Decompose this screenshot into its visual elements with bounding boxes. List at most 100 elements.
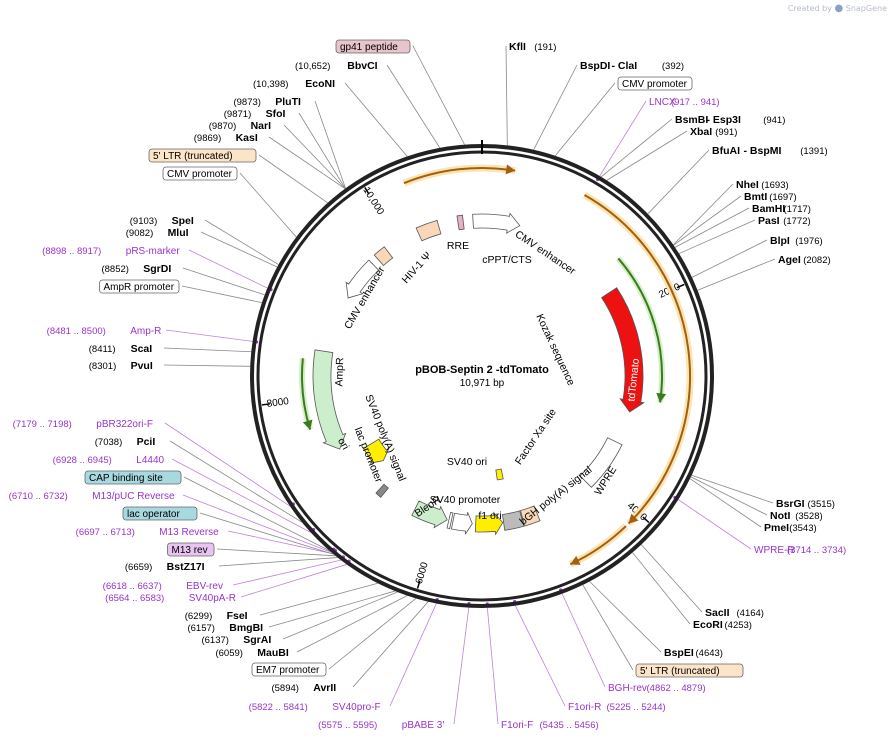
- label-sgrai[interactable]: (6137) SgrAI: [201, 634, 271, 646]
- feature-bgh-block-b[interactable]: [501, 510, 525, 531]
- feature-ampr[interactable]: [312, 349, 347, 450]
- label-part: WPRE-R: [754, 545, 795, 556]
- label-bmti[interactable]: BmtI (1697): [744, 191, 797, 203]
- feature-hiv-1[interactable]: [373, 246, 394, 267]
- feature-sv40-ori[interactable]: [495, 468, 504, 481]
- leader-line: [268, 136, 346, 190]
- leader-line: [486, 607, 499, 725]
- label-nari[interactable]: (9870) NarI: [209, 120, 271, 132]
- label-m13-puc-reverse[interactable]: (6710 .. 6732) M13/pUC Reverse: [9, 491, 175, 502]
- label-cap-binding-site[interactable]: CAP binding site: [84, 470, 182, 485]
- label-ebv-rev[interactable]: (6618 .. 6637) EBV-rev: [103, 581, 223, 592]
- snapgene-logo-icon: ●: [834, 3, 844, 14]
- label-sfoi[interactable]: (9871) SfoI: [224, 108, 286, 120]
- label-bsrgi[interactable]: BsrGI (3515): [776, 498, 835, 510]
- label-cmv-promoter[interactable]: CMV promoter: [617, 76, 693, 91]
- label-pasi[interactable]: PasI (1772): [758, 215, 811, 227]
- label-scai[interactable]: (8411) ScaI: [89, 343, 152, 355]
- 5-ltr-truncated-arrow: [403, 167, 516, 185]
- label-xbai[interactable]: XbaI (991): [690, 126, 737, 138]
- label-ampr-promoter[interactable]: AmpR promoter: [99, 279, 180, 294]
- label-part: (1697): [769, 192, 796, 203]
- label-gp41-peptide[interactable]: gp41 peptide: [335, 39, 411, 54]
- label-bspdi[interactable]: BspDI - ClaI (392): [580, 60, 684, 72]
- label-part: F1ori-F: [501, 720, 533, 731]
- label-part: SV40pA-R: [189, 593, 236, 604]
- label-prs-marker[interactable]: (8898 .. 8917) pRS-marker: [42, 246, 180, 257]
- feature-bgh-block[interactable]: [519, 505, 541, 527]
- label-bamhi[interactable]: BamHI (1717): [752, 203, 811, 215]
- arrowhead: [505, 164, 516, 175]
- feature-lac-block[interactable]: [375, 483, 390, 498]
- feature-rre[interactable]: [415, 219, 442, 242]
- label-mlui[interactable]: (9082) MluI: [126, 227, 189, 239]
- label-sv40pa-r[interactable]: (6564 .. 6583) SV40pA-R: [105, 593, 236, 604]
- feature-sv40-promoter[interactable]: [450, 512, 473, 535]
- label-5-ltr-truncated[interactable]: 5' LTR (truncated): [635, 663, 744, 678]
- label-f1ori-r[interactable]: F1ori-R (5225 .. 5244): [568, 702, 666, 713]
- label-pbabe-3[interactable]: (5575 .. 5595) pBABE 3': [318, 720, 444, 731]
- label-bmgbi[interactable]: (6157) BmgBI: [187, 622, 263, 634]
- label-part: (10,652): [295, 61, 330, 72]
- feature-bleor[interactable]: [411, 500, 448, 529]
- feature-label-text: CMV promoter: [167, 169, 233, 180]
- label-l4440[interactable]: (6928 .. 6945) L4440: [53, 455, 165, 466]
- arrowhead: [302, 419, 313, 430]
- label-m13-rev[interactable]: M13 rev: [167, 542, 215, 557]
- feature-f1-ori[interactable]: [474, 511, 504, 536]
- label-ecori[interactable]: EcoRI (4253): [693, 619, 752, 631]
- label-bsmbi[interactable]: BsmBI - Esp3I (941): [675, 114, 785, 126]
- label-part: (9082): [126, 228, 153, 239]
- label-part: - Esp3I: [707, 114, 742, 126]
- label-noti[interactable]: NotI (3528): [770, 510, 823, 522]
- label-part: (9873): [233, 97, 260, 108]
- label-lncx[interactable]: LNCX (917 .. 941): [649, 97, 720, 108]
- label-kasi[interactable]: (9869) KasI: [194, 132, 258, 144]
- label-bfuai[interactable]: BfuAI - BspMI (1391): [712, 145, 828, 157]
- feature-ori[interactable]: [362, 438, 390, 464]
- label-bbvci[interactable]: (10,652) BbvCI: [295, 60, 378, 72]
- label-fsei[interactable]: (6299) FseI: [185, 610, 248, 622]
- label-bspei[interactable]: BspEI (4643): [664, 647, 723, 659]
- label-lac-operator[interactable]: lac operator: [122, 506, 198, 521]
- leader-line: [239, 172, 297, 238]
- label-spei[interactable]: (9103) SpeI: [130, 215, 194, 227]
- label-blpi[interactable]: BlpI (1976): [770, 235, 823, 247]
- feature-wpre[interactable]: [579, 437, 623, 488]
- label-pbr322ori-f[interactable]: (7179 .. 7198) pBR322ori-F: [13, 419, 153, 430]
- label-sv40pro-f[interactable]: (5822 .. 5841) SV40pro-F: [249, 702, 381, 713]
- label-pmei[interactable]: PmeI (3543): [764, 522, 817, 534]
- feature-cppt-cts[interactable]: [456, 214, 465, 231]
- feature-arcs: [299, 164, 694, 568]
- label-cmv-promoter[interactable]: CMV promoter: [162, 166, 238, 181]
- feature-label-text: M13 rev: [172, 545, 208, 556]
- label-sgrdi[interactable]: (8852) SgrDI: [101, 263, 171, 275]
- label-agei[interactable]: AgeI (2082): [778, 254, 831, 266]
- label-part: (5435 .. 5456): [540, 720, 599, 731]
- feature-tdtomato[interactable]: [601, 287, 645, 413]
- label-bstz17i[interactable]: (6659) BstZ17I: [125, 561, 205, 573]
- feature-sv40-bar[interactable]: [446, 511, 454, 530]
- label-bgh-rev[interactable]: BGH-rev (4862 .. 4879): [608, 683, 706, 694]
- feature-cmv-enhancer[interactable]: [472, 212, 521, 234]
- label-f1ori-f[interactable]: F1ori-F (5435 .. 5456): [501, 720, 599, 731]
- label-em7-promoter[interactable]: EM7 promoter: [251, 662, 327, 677]
- label-pluti[interactable]: (9873) PluTI: [233, 96, 301, 108]
- label-kfli[interactable]: KflI (191): [509, 41, 556, 53]
- label-maubi[interactable]: (6059) MauBI: [215, 647, 288, 659]
- label-sacii[interactable]: SacII (4164): [705, 607, 764, 619]
- label-pcii[interactable]: (7038) PciI: [95, 436, 156, 448]
- label-wpre-r[interactable]: WPRE-R (3714 .. 3734): [754, 545, 846, 556]
- label-econi[interactable]: (10,398) EcoNI: [253, 78, 335, 90]
- leader-line: [163, 364, 251, 367]
- label-pvui[interactable]: (8301) PvuI: [89, 360, 153, 372]
- label-amp-r[interactable]: (8481 .. 8500) Amp-R: [47, 326, 162, 337]
- leader-line: [412, 45, 465, 145]
- label-avrii[interactable]: (5894) AvrII: [271, 682, 336, 694]
- label-5-ltr-truncated[interactable]: 5' LTR (truncated): [148, 148, 257, 163]
- label-part: (6659): [125, 562, 152, 573]
- feature-cmv-enhancer-l[interactable]: [345, 259, 380, 299]
- feature-label-text: AmpR promoter: [104, 282, 175, 293]
- label-nhei[interactable]: NheI (1693): [736, 179, 789, 191]
- label-m13-reverse[interactable]: (6697 .. 6713) M13 Reverse: [76, 527, 220, 538]
